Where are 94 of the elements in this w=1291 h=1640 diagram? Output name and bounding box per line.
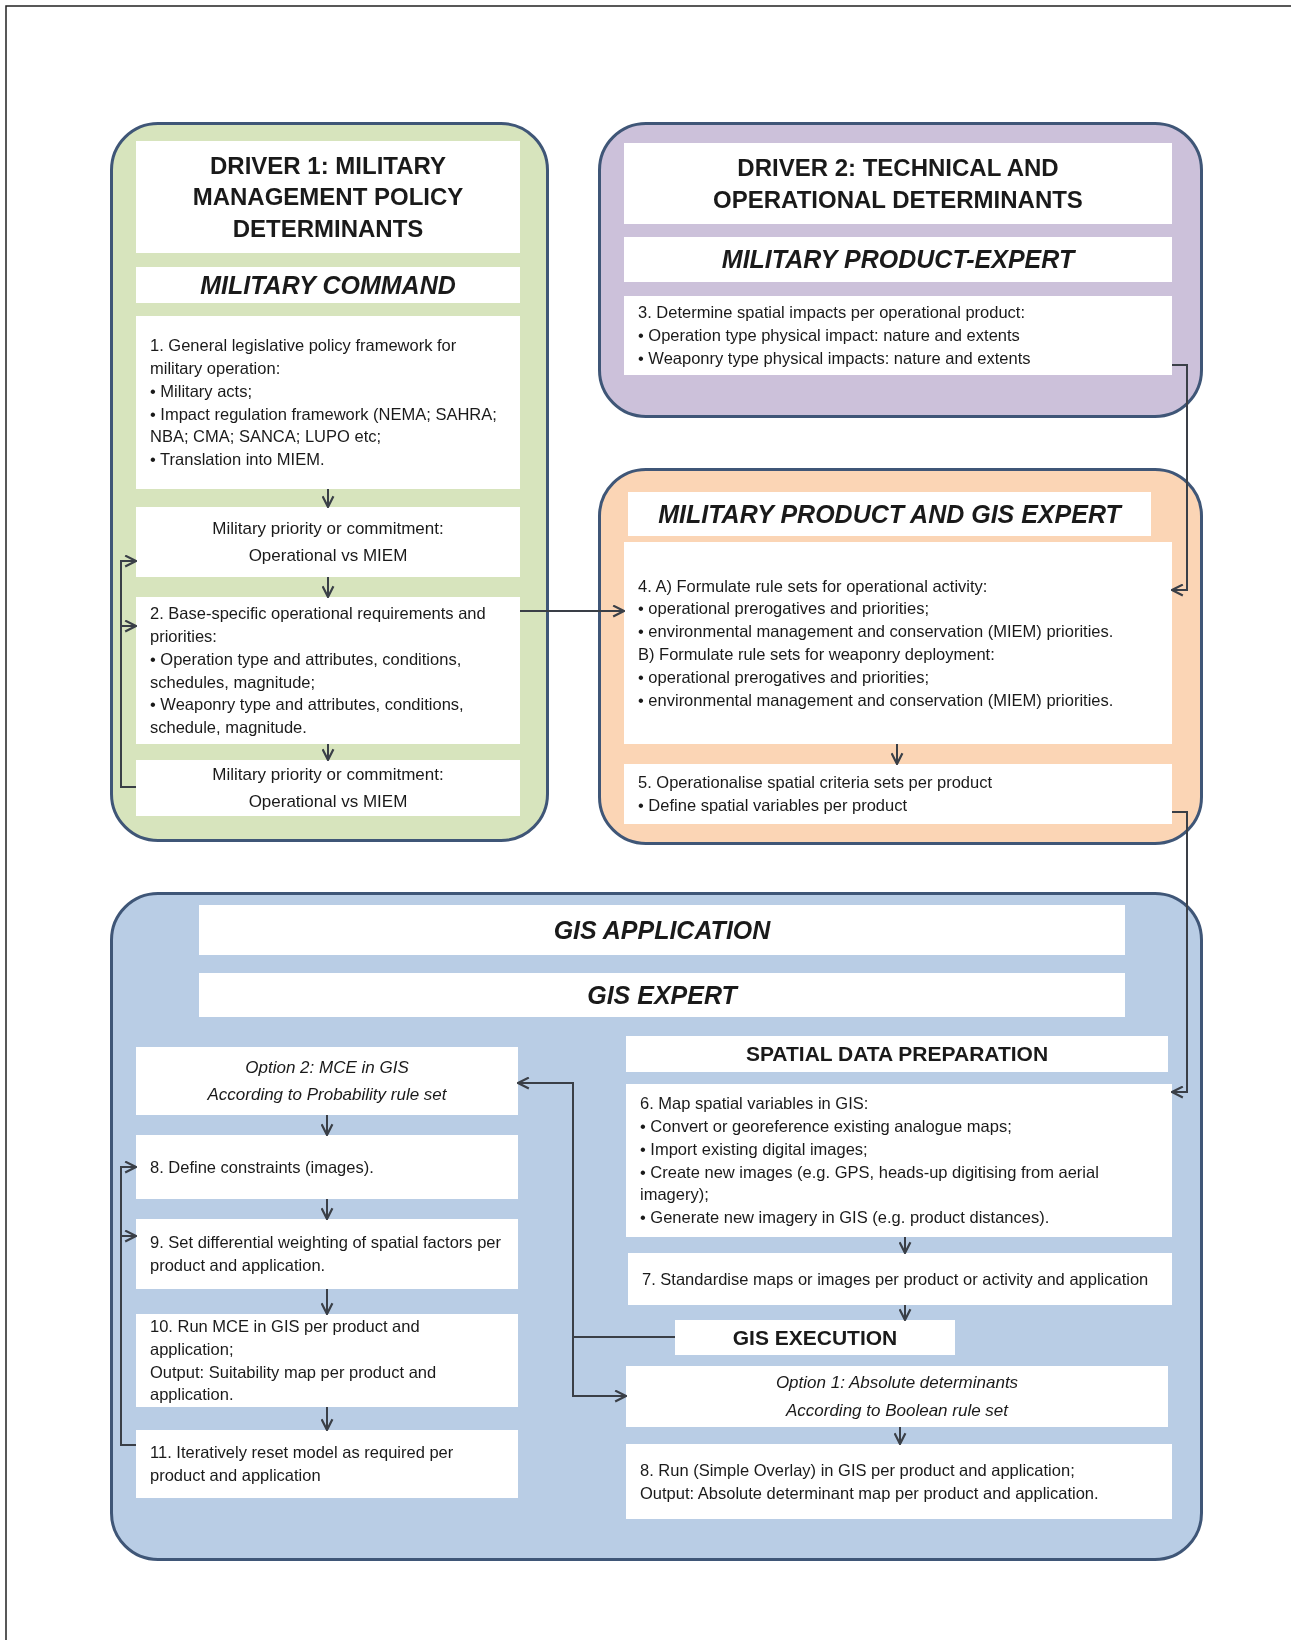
text-box	[136, 597, 520, 744]
text-box	[199, 973, 1125, 1017]
text-box	[626, 1366, 1168, 1427]
box-text: 4. A) Formulate rule sets for operational activity:	[638, 575, 989, 597]
text-box	[136, 507, 520, 577]
box-text: According to Boolean rule set	[784, 1399, 1010, 1422]
text-box	[675, 1320, 955, 1355]
text-box	[136, 1135, 518, 1199]
arrow	[572, 1336, 676, 1403]
heading-text: GIS APPLICATION	[552, 915, 772, 945]
box-text: • Convert or georeference existing analogue maps;	[640, 1115, 1013, 1137]
box-text: According to Probability rule set	[206, 1084, 448, 1106]
text-box	[136, 1430, 518, 1498]
box-text: 2. Base-specific operational requirements and priorities:	[150, 603, 487, 647]
arrow	[320, 1114, 334, 1137]
arrow	[321, 488, 335, 509]
arrow	[890, 743, 904, 766]
box-text: • Define spatial variables per product	[638, 795, 908, 816]
text-box	[136, 1314, 518, 1407]
box-text: Operational vs MIEM	[247, 791, 409, 813]
box-text: 9. Set differential weighting of spatial factors per product and application.	[150, 1232, 502, 1276]
box-text: 11. Iteratively reset model as required per product and application	[150, 1442, 455, 1486]
text-box	[624, 542, 1172, 744]
arrow	[320, 1406, 334, 1432]
box-text: 8. Define constraints (images).	[150, 1156, 375, 1178]
box-text: 3. Determine spatial impacts per operational product:	[638, 302, 1027, 324]
box-text: • operational prerogatives and priorities;	[638, 598, 931, 620]
text-box	[624, 764, 1172, 824]
heading-text: DRIVER 2: TECHNICAL AND OPERATIONAL DETERMINANTS	[712, 153, 1084, 215]
box-text: 5. Operationalise spatial criteria sets per product	[638, 772, 993, 794]
arrow	[1170, 811, 1188, 1099]
box-text: 10. Run MCE in GIS per product and application;	[150, 1315, 421, 1360]
box-text: Output: Absolute determinant map per product and application.	[640, 1482, 1100, 1504]
text-box	[628, 492, 1151, 536]
box-text: Option 2: MCE in GIS	[244, 1056, 410, 1079]
box-text: 6. Map spatial variables in GIS:	[640, 1093, 870, 1115]
arrow	[320, 1288, 334, 1316]
box-text: • environmental management and conservation (MIEM) priorities.	[638, 689, 1115, 711]
text-box	[626, 1036, 1168, 1072]
text-box	[136, 267, 520, 303]
text-box	[136, 760, 520, 816]
arrow	[321, 743, 335, 762]
box-text: Option 1: Absolute determinants	[774, 1372, 1020, 1395]
box-text: • Military acts;	[150, 380, 254, 402]
arrow	[519, 604, 626, 618]
heading-text: GIS EXECUTION	[731, 1325, 899, 1350]
heading-text: GIS EXPERT	[586, 980, 740, 1010]
arrow	[1170, 364, 1188, 597]
box-text: Operational vs MIEM	[247, 545, 409, 567]
box-text: • operational prerogatives and priorities;	[638, 666, 931, 688]
text-box	[199, 905, 1125, 955]
box-text: Military priority or commitment:	[211, 517, 445, 540]
box-text: • Weaponry type physical impacts: nature and extents	[638, 347, 1032, 369]
arrow	[893, 1426, 907, 1446]
text-box	[628, 1253, 1172, 1305]
heading-text: MILITARY PRODUCT AND GIS EXPERT	[657, 499, 1124, 529]
box-text: • Weaponry type and attributes, conditions, schedule, magnitude.	[150, 694, 465, 739]
box-text: B) Formulate rule sets for weaponry deployment:	[638, 644, 996, 665]
box-text: • Import existing digital images;	[640, 1138, 869, 1160]
text-box	[136, 141, 520, 253]
arrow	[321, 576, 335, 599]
arrow	[120, 1229, 138, 1446]
box-text: 8. Run (Simple Overlay) in GIS per product and application;	[640, 1459, 1076, 1481]
arrow	[120, 619, 138, 788]
box-text: • Create new images (e.g. GPS, heads-up digitising from aerial imagery);	[640, 1161, 1100, 1206]
box-text: • Operation type and attributes, conditions, schedules, magnitude;	[150, 648, 463, 693]
text-box	[136, 1219, 518, 1289]
arrow	[320, 1198, 334, 1221]
box-text: Military priority or commitment:	[211, 763, 445, 786]
box-text: Output: Suitability map per product and application.	[150, 1361, 438, 1406]
box-text: • environmental management and conservation (MIEM) priorities.	[638, 621, 1115, 643]
heading-text: MILITARY PRODUCT-EXPERT	[720, 245, 1077, 274]
arrow	[898, 1304, 912, 1322]
group-panel	[110, 892, 1203, 1561]
box-text: • Translation into MIEM.	[150, 449, 326, 471]
box-text: • Generate new imagery in GIS (e.g. product distances).	[640, 1207, 1051, 1229]
text-box	[624, 296, 1172, 375]
box-text: 7. Standardise maps or images per product or activity and application	[642, 1268, 1150, 1290]
heading-text: DRIVER 1: MILITARY MANAGEMENT POLICY DETERMINANTS	[191, 151, 465, 244]
text-box	[626, 1084, 1172, 1237]
text-box	[136, 316, 520, 489]
heading-text: SPATIAL DATA PREPARATION	[744, 1042, 1050, 1066]
box-text: • Impact regulation framework (NEMA; SAHRA; NBA; CMA; SANCA; LUPO etc;	[150, 403, 498, 448]
text-box	[624, 237, 1172, 282]
arrow	[898, 1236, 912, 1255]
text-box	[624, 143, 1172, 224]
box-text: 1. General legislative policy framework for military operation:	[150, 335, 458, 379]
group-panel	[598, 468, 1203, 845]
text-box	[136, 1047, 518, 1115]
box-text: • Operation type physical impact: nature and extents	[638, 325, 1021, 347]
group-panel	[598, 122, 1203, 418]
text-box	[626, 1444, 1172, 1519]
heading-text: MILITARY COMMAND	[199, 270, 457, 300]
group-panel	[110, 122, 549, 842]
